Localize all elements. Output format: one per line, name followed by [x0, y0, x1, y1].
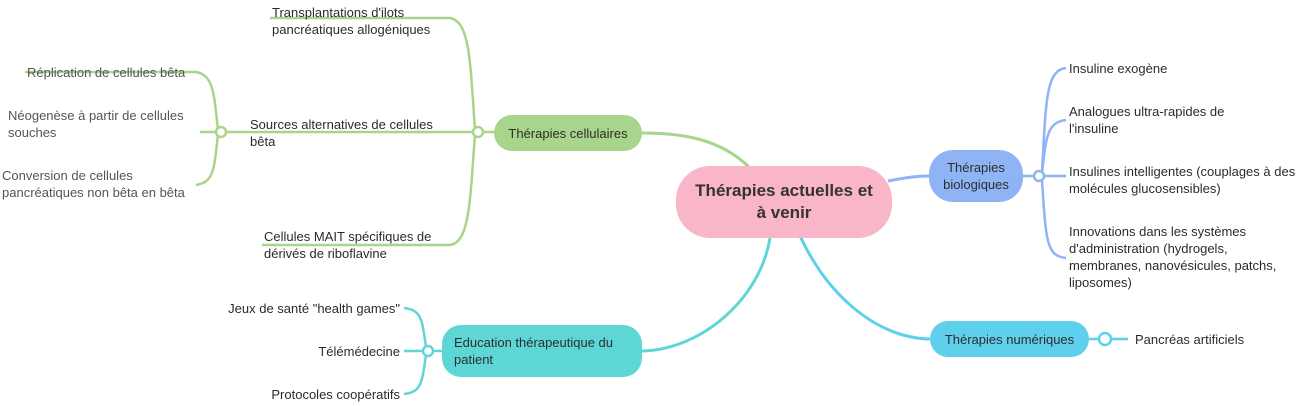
- connector-edu-jeux: [403, 306, 428, 348]
- connector-edu-protocoles: [403, 354, 428, 396]
- connector-central-cellular: [641, 131, 752, 170]
- branch-label: Thérapies cellulaires: [508, 125, 628, 141]
- topic-insuline-exogene[interactable]: Insuline exogène: [1069, 61, 1168, 76]
- connector-sources-conversion: [195, 133, 220, 187]
- hub-sources: [214, 125, 228, 139]
- connector-sources-replication: [25, 70, 220, 131]
- connector-bio-analogues: [1040, 118, 1067, 174]
- hub-education: [421, 344, 435, 358]
- branch-education-therapeutique[interactable]: Education thérapeutique du patient: [442, 325, 642, 377]
- topic-protocoles[interactable]: Protocoles coopératifs: [271, 387, 400, 402]
- connector-cellular-mait: [262, 133, 477, 247]
- hub-biological: [1032, 169, 1046, 183]
- connector-cellular-transplant: [270, 16, 477, 131]
- hub-numerique: [1097, 331, 1113, 347]
- topic-analogues[interactable]: Analogues ultra-rapides de l'insuline: [1069, 104, 1225, 136]
- branch-label: Education thérapeutique du patient: [454, 335, 614, 367]
- connector-central-numerique: [798, 235, 931, 341]
- topic-cellules-mait[interactable]: Cellules MAIT spécifiques de dérivés de …: [264, 229, 432, 261]
- connector-central-education: [641, 237, 772, 353]
- connector-central-biological: [887, 174, 930, 183]
- branch-label: Thérapies numériques: [944, 331, 1075, 347]
- central-topic-label: Thérapies actuelles et à venir: [695, 181, 873, 222]
- topic-insulines-intelligentes[interactable]: Insulines intelligentes (couplages à des…: [1069, 164, 1296, 196]
- connector-bio-exogene: [1040, 66, 1067, 173]
- topic-jeux-de-sante[interactable]: Jeux de santé "health games": [228, 301, 400, 316]
- central-topic[interactable]: Thérapies actuelles et à venir: [676, 166, 892, 238]
- topic-pancreas-artificiels[interactable]: Pancréas artificiels: [1135, 332, 1245, 347]
- topic-innovations[interactable]: Innovations dans les systèmes d'administ…: [1069, 224, 1277, 290]
- topic-conversion[interactable]: Conversion de cellules pancréatiques non…: [2, 168, 185, 200]
- topic-telemedecine[interactable]: Télémédecine: [318, 344, 400, 359]
- branch-therapies-numeriques[interactable]: Thérapies numériques: [930, 321, 1089, 357]
- topic-transplantations[interactable]: Transplantations d'ilots pancréatiques a…: [272, 5, 431, 37]
- topic-sources-alternatives[interactable]: Sources alternatives de cellules bêta: [250, 117, 433, 149]
- branch-label: Thérapies biologiques: [943, 160, 1009, 192]
- topic-neogenese[interactable]: Néogenèse à partir de cellules souches: [8, 108, 184, 140]
- hub-cellular: [471, 125, 485, 139]
- topic-replication[interactable]: Réplication de cellules bêta: [27, 65, 186, 80]
- branch-therapies-cellulaires[interactable]: Thérapies cellulaires: [494, 115, 642, 151]
- branch-therapies-biologiques[interactable]: Thérapies biologiques: [929, 150, 1023, 202]
- connector-bio-innovations: [1040, 179, 1067, 260]
